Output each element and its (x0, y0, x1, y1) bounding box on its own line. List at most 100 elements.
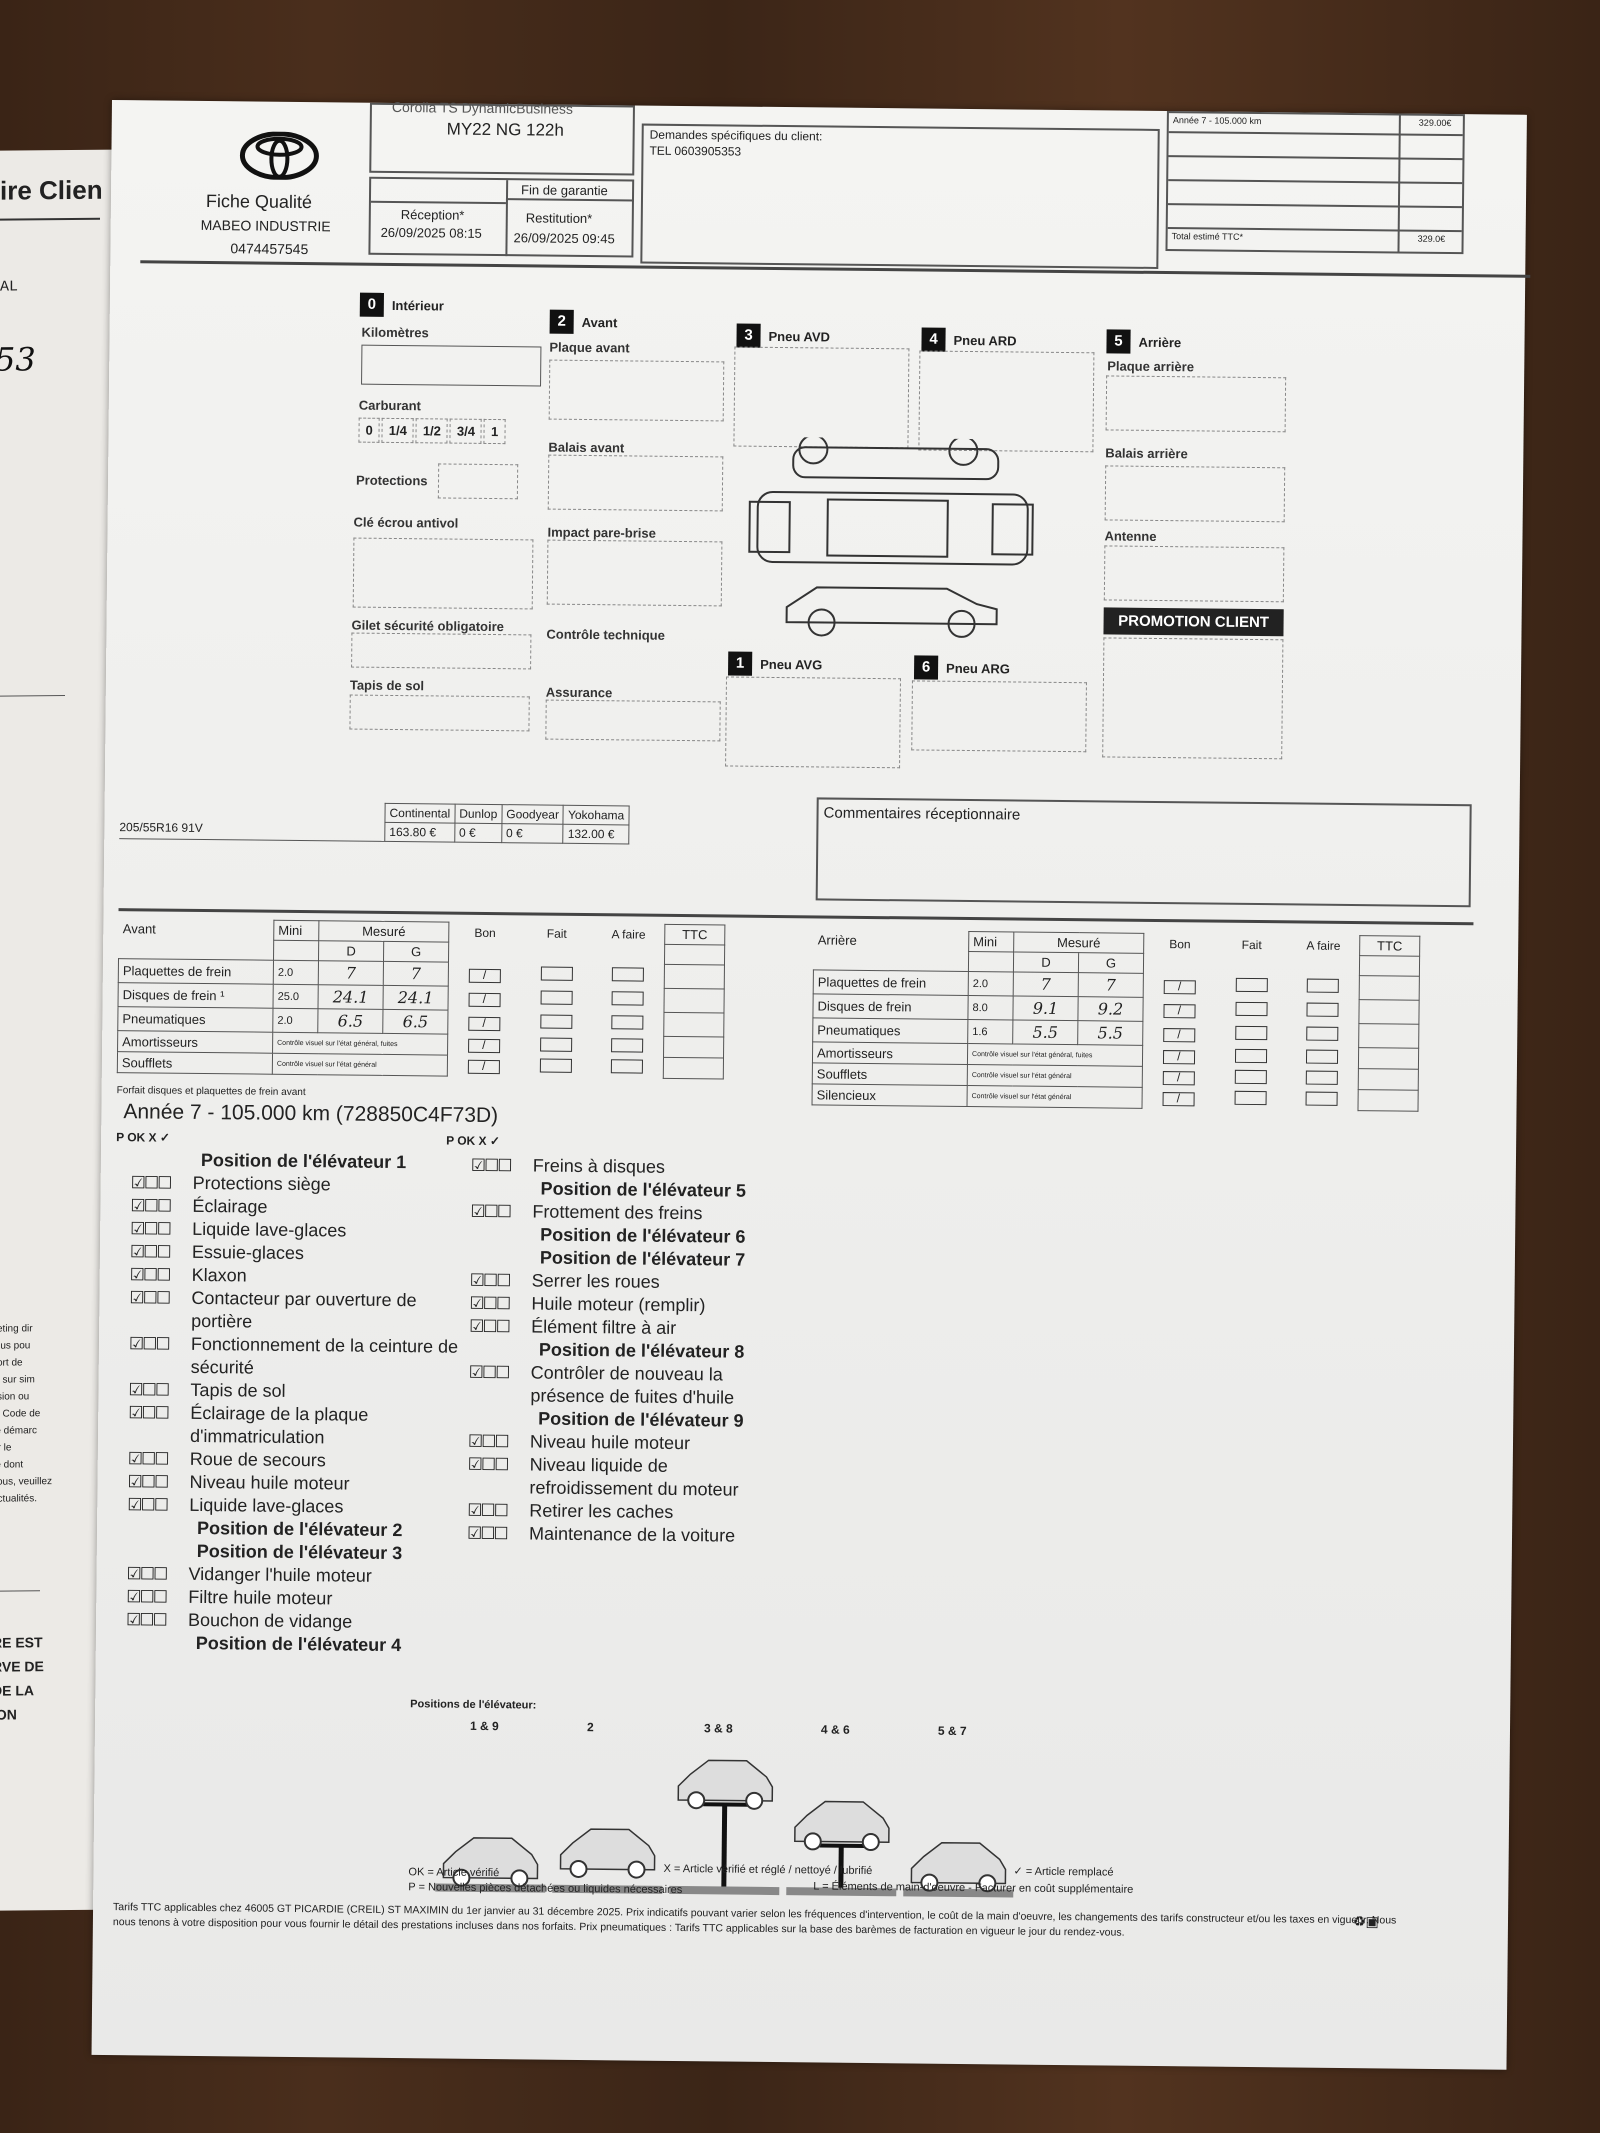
checkbox-fait[interactable] (539, 1014, 572, 1029)
checkbox-afaire[interactable] (1306, 1049, 1339, 1064)
checkbox-afaire[interactable] (611, 991, 644, 1006)
checklist-item-label: Maintenance de la voiture (528, 1523, 736, 1546)
checkbox-afaire[interactable] (611, 1058, 644, 1074)
brakes-footnote: Forfait disques et plaquettes de frein a… (116, 1085, 306, 1099)
ttc-cell (1359, 975, 1420, 1001)
brake-item-label: Soufflets (117, 1051, 273, 1075)
checkbox-bon[interactable]: / (1162, 1091, 1195, 1107)
status-cell-fait (1214, 1046, 1286, 1068)
checklist-checkboxes[interactable]: ☑☐☐ (470, 1201, 511, 1222)
checklist-item-label: Fonctionnement de la ceinture de sécurit… (190, 1333, 459, 1378)
checklist-checkboxes[interactable]: ☑☐☐ (127, 1472, 168, 1492)
checkbox-afaire[interactable] (1306, 1026, 1339, 1041)
checklist-checkboxes[interactable]: ☑☐☐ (130, 1173, 171, 1193)
lift-car-icon (435, 1837, 546, 1893)
checklist-checkboxes[interactable]: ☑☐☐ (467, 1500, 508, 1521)
checklist-checkboxes[interactable]: ☑☐☐ (125, 1610, 166, 1630)
checkbox-fait[interactable] (1234, 1048, 1267, 1063)
checkbox-fait[interactable] (539, 1037, 572, 1052)
checklist-checkboxes[interactable]: ☑☐☐ (126, 1587, 167, 1607)
checklist-checkboxes[interactable]: ☑☐☐ (128, 1403, 169, 1423)
checklist-checkboxes[interactable]: ☑☐☐ (468, 1362, 509, 1383)
fuel-level-option[interactable]: 1/2 (415, 418, 449, 444)
checklist-checkboxes[interactable]: ☑☐☐ (466, 1523, 507, 1544)
checkbox-fait[interactable] (1234, 1001, 1268, 1017)
brake-item-label: Disques de frein (812, 993, 969, 1020)
brake-measured-g: 7 (1078, 972, 1144, 998)
fuel-level-option[interactable]: 0 (358, 417, 380, 443)
checklist-checkboxes[interactable]: ☑☐☐ (469, 1316, 510, 1337)
checklist-checkboxes[interactable]: ☑☐☐ (128, 1334, 169, 1354)
checklist-item: ☑☐☐Frottement des freins (470, 1200, 770, 1226)
checkbox-afaire[interactable] (611, 1015, 644, 1030)
status-cell-bon: / (1143, 973, 1215, 998)
tyre-price: 163.80 € (384, 822, 455, 843)
checklist-checkboxes[interactable]: ☑☐☐ (129, 1265, 170, 1285)
checklist-checkboxes[interactable]: ☑☐☐ (467, 1454, 508, 1475)
fuel-level-option[interactable]: 1/4 (381, 417, 414, 444)
checklist-checkboxes[interactable]: ☑☐☐ (469, 1270, 510, 1291)
brake-measured-d: 9.1 (1012, 995, 1079, 1021)
checkbox-fait[interactable] (540, 990, 573, 1005)
comments-box[interactable]: Commentaires réceptionnaire (815, 797, 1472, 908)
brake-title: Arrière (817, 931, 857, 948)
ttc-cell (663, 1012, 724, 1037)
checklist-checkboxes[interactable]: ☑☐☐ (467, 1431, 508, 1452)
checkbox-afaire[interactable] (612, 967, 645, 982)
rear-plate-label: Plaque arrière (1107, 358, 1195, 375)
checklist-checkboxes[interactable]: ☑☐☐ (127, 1449, 168, 1469)
brake-title: Avant (122, 920, 156, 937)
checklist-item: ☑☐☐Contrôler de nouveau la présence de f… (468, 1361, 768, 1410)
checkbox-bon[interactable]: / (1162, 1027, 1196, 1042)
checklist-checkboxes[interactable]: ☑☐☐ (130, 1219, 171, 1239)
brake-mini: 2.0 (272, 1008, 318, 1033)
checkbox-afaire[interactable] (1305, 1091, 1338, 1106)
checkbox-afaire[interactable] (1306, 1002, 1339, 1017)
status-cell-fait (1215, 974, 1287, 999)
checkbox-bon[interactable]: / (1162, 1070, 1195, 1086)
checkbox-fait[interactable] (540, 966, 573, 981)
checkbox-bon[interactable]: / (1163, 1003, 1196, 1018)
status-cell-bon: / (447, 1055, 519, 1077)
checkbox-fait[interactable] (1234, 1090, 1267, 1105)
status-cell-fait (1215, 998, 1287, 1023)
windshield-label: Impact pare-brise (547, 524, 656, 541)
fuel-level-option[interactable]: 3/4 (449, 418, 483, 444)
checkbox-fait[interactable] (1235, 977, 1268, 993)
checklist-checkboxes[interactable]: ☑☐☐ (470, 1155, 511, 1176)
checkbox-bon[interactable]: / (1163, 979, 1196, 994)
left-handwritten: 53 (0, 340, 36, 379)
checkbox-afaire[interactable] (1306, 978, 1340, 993)
checklist-checkboxes[interactable]: ☑☐☐ (129, 1242, 170, 1262)
km-field[interactable] (361, 344, 542, 387)
checkbox-fait[interactable] (1234, 1069, 1267, 1084)
model-box: Corolla TS DynamicBusiness MY22 NG 122h (369, 99, 635, 176)
ttc-header: TTC (664, 924, 725, 945)
status-header-afaire: A faire (611, 926, 646, 942)
checklist-checkboxes[interactable]: ☑☐☐ (126, 1564, 167, 1584)
checklist-checkboxes[interactable]: ☑☐☐ (469, 1293, 510, 1314)
fuel-level-option[interactable]: 1 (483, 418, 506, 445)
checklist-checkboxes[interactable]: ☑☐☐ (129, 1288, 170, 1308)
checklist-checkboxes[interactable]: ☑☐☐ (127, 1495, 168, 1515)
status-cell-afaire (592, 1012, 664, 1037)
checklist-checkboxes[interactable]: ☑☐☐ (128, 1380, 169, 1400)
checkbox-bon[interactable]: / (467, 1059, 500, 1075)
front-wipers-label: Balais avant (548, 439, 625, 456)
checkbox-fait[interactable] (539, 1058, 572, 1073)
checkbox-bon[interactable]: / (468, 1015, 501, 1031)
checklist-item: ☑☐☐Serrer les roues (470, 1269, 770, 1295)
checkbox-bon[interactable]: / (1162, 1049, 1195, 1065)
tyre-price: 132.00 € (563, 824, 629, 844)
checkbox-bon[interactable]: / (468, 991, 501, 1007)
checkbox-afaire[interactable] (611, 1037, 644, 1053)
left-small-line: lu Code de (0, 1408, 41, 1420)
checkbox-afaire[interactable] (1306, 1070, 1339, 1085)
checklist-checkboxes[interactable]: ☑☐☐ (130, 1196, 171, 1216)
checkbox-bon[interactable]: / (468, 967, 501, 983)
insurance-label: Assurance (545, 684, 613, 701)
checkbox-bon[interactable]: / (467, 1038, 500, 1054)
ttc-cell (1358, 1047, 1419, 1070)
checkbox-fait[interactable] (1234, 1025, 1267, 1041)
